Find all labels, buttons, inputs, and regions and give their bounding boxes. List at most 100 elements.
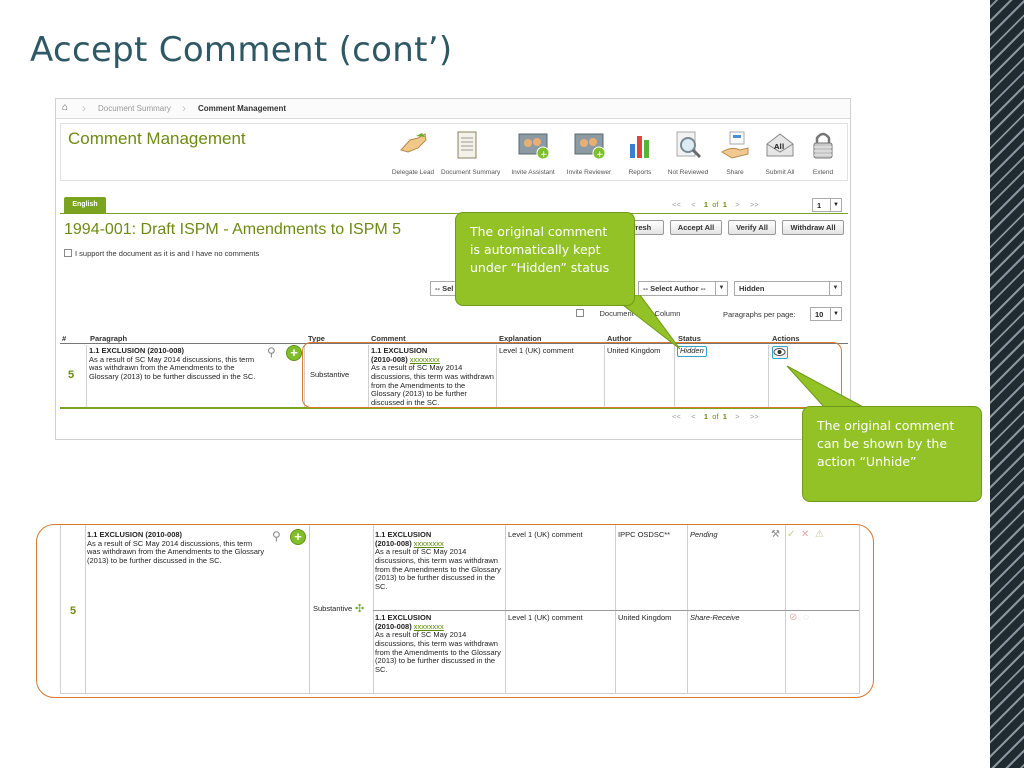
pager-top: << < 1 of 1 > >> bbox=[672, 200, 759, 209]
slide-title: Accept Comment (cont’) bbox=[30, 30, 453, 70]
comment-cell: 1.1 EXCLUSION (2010-008) xxxxxxxx As a r… bbox=[371, 346, 495, 407]
pager-prev-link[interactable]: < bbox=[691, 412, 696, 421]
pager-bottom: << < 1 of 1 > >> bbox=[672, 412, 759, 421]
pager-last-link[interactable]: >> bbox=[750, 200, 759, 209]
add-comment-icon[interactable]: + bbox=[290, 529, 306, 545]
chevron-down-icon: ▼ bbox=[715, 282, 727, 295]
withdraw-all-button[interactable]: Withdraw All bbox=[782, 220, 844, 235]
column-divider bbox=[309, 525, 310, 693]
highlight-box bbox=[302, 342, 842, 408]
magnifier-icon[interactable]: ⚲ bbox=[267, 345, 276, 359]
column-divider bbox=[373, 525, 374, 693]
pager-first-link[interactable]: << bbox=[672, 412, 681, 421]
home-icon[interactable]: ⌂ bbox=[62, 102, 69, 113]
breadcrumb: ⌂ › Document Summary › Comment Managemen… bbox=[56, 99, 850, 119]
invite-reviewer-button[interactable]: + Invite Reviewer bbox=[563, 130, 615, 176]
paragraph-text: As a result of SC May 2014 discussions, … bbox=[87, 538, 265, 565]
user-add-icon: + bbox=[518, 130, 550, 160]
decorative-border-gap bbox=[976, 0, 990, 768]
column-divider bbox=[768, 345, 769, 407]
reports-button[interactable]: Reports bbox=[614, 130, 666, 176]
type-cell: Substantive bbox=[310, 370, 350, 379]
pager-first-link[interactable]: << bbox=[672, 200, 681, 209]
comment-text: As a result of SC May 2014 discussions, … bbox=[371, 363, 494, 407]
pager-current: 1 bbox=[703, 200, 709, 209]
pager-next-link[interactable]: > bbox=[735, 200, 740, 209]
withdraw-icon[interactable]: ⊘ bbox=[789, 612, 798, 623]
pager-last-link[interactable]: >> bbox=[750, 412, 759, 421]
per-page-select[interactable]: 10 ▼ bbox=[810, 307, 842, 321]
pager-total: 1 bbox=[722, 412, 727, 421]
callout-pointer bbox=[609, 295, 681, 350]
chevron-down-icon: ▼ bbox=[830, 199, 841, 211]
share-button[interactable]: Share bbox=[709, 130, 761, 176]
expand-arrows-icon[interactable]: ✣ bbox=[355, 603, 365, 615]
pager-of: of bbox=[712, 200, 719, 209]
highlight-box bbox=[36, 524, 874, 698]
submit-all-button[interactable]: All Submit All bbox=[754, 130, 806, 176]
not-reviewed-button[interactable]: Not Reviewed bbox=[662, 130, 714, 176]
user-add-icon: + bbox=[574, 130, 606, 160]
unhide-button[interactable] bbox=[772, 346, 788, 359]
page-select[interactable]: 1 ▼ bbox=[812, 198, 842, 212]
comment-text: As a result of SC May 2014 discussions, … bbox=[375, 547, 501, 591]
magnifier-icon[interactable]: ⚲ bbox=[272, 529, 281, 543]
column-divider bbox=[496, 345, 497, 407]
explanation-cell: Level 1 (UK) comment bbox=[499, 346, 574, 355]
chevron-down-icon: ▼ bbox=[830, 308, 841, 320]
warning-icon[interactable]: ⚠ bbox=[815, 529, 824, 540]
comment-code: (2010-008) bbox=[375, 538, 412, 548]
support-checkbox[interactable] bbox=[64, 249, 72, 257]
column-divider bbox=[368, 345, 369, 407]
callout-hidden: The original comment is automatically ke… bbox=[455, 212, 635, 306]
pager-current: 1 bbox=[703, 412, 709, 421]
lead-column-checkbox[interactable] bbox=[576, 309, 584, 317]
status-badge: Hidden bbox=[677, 346, 707, 357]
paragraph-title: 1.1 EXCLUSION (2010-008) bbox=[87, 530, 183, 539]
bar-chart-icon bbox=[625, 130, 655, 160]
breadcrumb-comment-management: Comment Management bbox=[198, 104, 287, 113]
status-badge: Pending bbox=[690, 530, 718, 539]
column-divider bbox=[615, 525, 616, 693]
invite-assistant-button[interactable]: + Invite Assistant bbox=[507, 130, 559, 176]
document-icon bbox=[452, 130, 482, 160]
status-select[interactable]: Hidden ▼ bbox=[734, 281, 842, 296]
delegate-lead-button[interactable]: Delegate Lead bbox=[387, 130, 439, 176]
pager-total: 1 bbox=[722, 200, 727, 209]
reject-icon[interactable]: ✕ bbox=[801, 529, 810, 540]
wrench-icon[interactable]: ⚒ bbox=[771, 529, 780, 540]
col-header-status: Status bbox=[678, 334, 701, 343]
author-select[interactable]: -- Select Author -- ▼ bbox=[638, 281, 728, 296]
explanation-cell: Level 1 (UK) comment bbox=[508, 530, 583, 539]
pager-prev-link[interactable]: < bbox=[691, 200, 696, 209]
accept-all-button[interactable]: Accept All bbox=[670, 220, 722, 235]
support-label: I support the document as it is and I ha… bbox=[75, 249, 260, 258]
column-divider bbox=[304, 345, 305, 407]
col-header-paragraph: Paragraph bbox=[90, 334, 128, 343]
comment-title: 1.1 EXCLUSION bbox=[375, 613, 432, 622]
comment-mark: xxxxxxxx bbox=[413, 538, 444, 548]
add-comment-icon[interactable]: + bbox=[286, 345, 302, 361]
column-divider bbox=[85, 525, 86, 693]
per-page-label: Paragraphs per page: bbox=[723, 310, 796, 319]
pager-next-link[interactable]: > bbox=[735, 412, 740, 421]
paragraph-text: As a result of SC May 2014 discussions, … bbox=[89, 354, 256, 381]
column-divider bbox=[674, 345, 675, 407]
padlock-icon bbox=[808, 130, 838, 160]
author-cell: United Kingdom bbox=[618, 613, 672, 622]
chevron-right-icon: › bbox=[182, 101, 186, 115]
tab-english[interactable]: English bbox=[64, 197, 106, 213]
table-row: 5 1.1 EXCLUSION (2010-008) As a result o… bbox=[60, 345, 848, 409]
extend-button[interactable]: Extend bbox=[797, 130, 849, 176]
col-header-actions: Actions bbox=[772, 334, 800, 343]
comment-title: 1.1 EXCLUSION bbox=[371, 346, 428, 355]
row-divider bbox=[373, 610, 859, 611]
document-summary-button[interactable]: Document Summary bbox=[441, 130, 500, 176]
settings-icon[interactable]: ◌ bbox=[803, 612, 809, 623]
breadcrumb-document-summary[interactable]: Document Summary bbox=[98, 104, 171, 113]
callout-unhide: The original comment can be shown by the… bbox=[802, 406, 982, 502]
support-checkbox-row[interactable]: I support the document as it is and I ha… bbox=[64, 249, 259, 258]
check-icon[interactable]: ✓ bbox=[787, 529, 796, 540]
verify-all-button[interactable]: Verify All bbox=[728, 220, 776, 235]
magnifier-icon bbox=[673, 130, 703, 160]
